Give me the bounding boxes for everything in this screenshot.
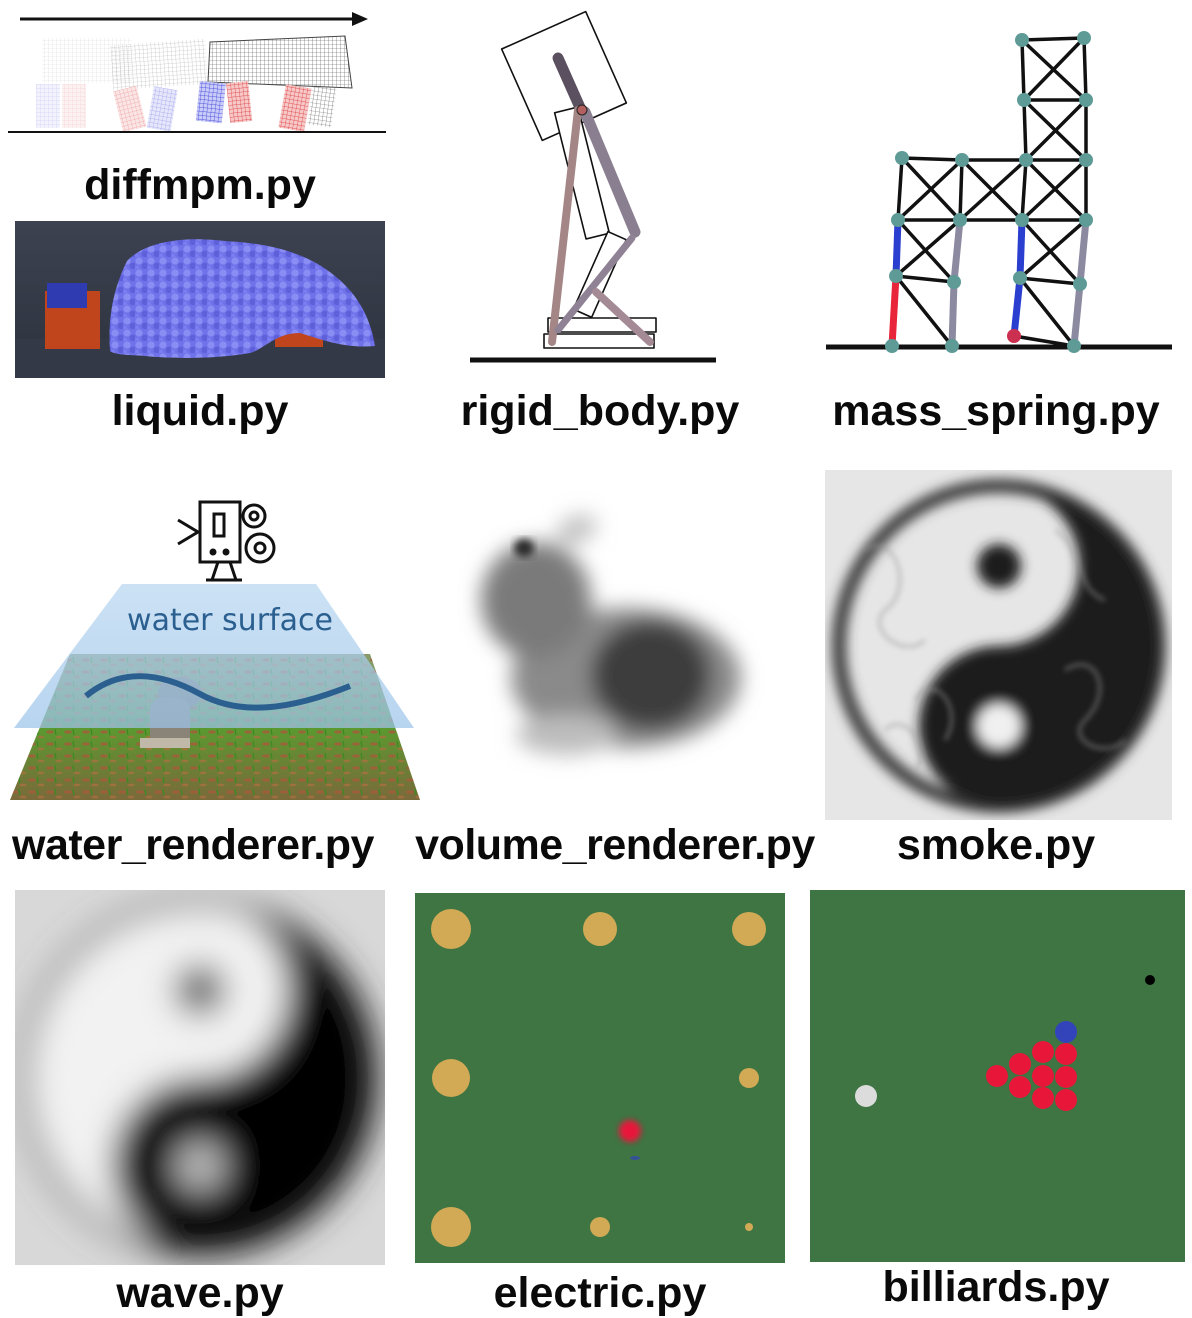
camera-icon (177, 500, 276, 582)
charges (431, 909, 766, 1247)
caption-rigid-body: rigid_body.py (460, 387, 740, 435)
caption-water-renderer: water_renderer.py (12, 821, 374, 869)
wave-panel (15, 890, 385, 1265)
pocket-ball (1145, 975, 1155, 985)
caption-electric: electric.py (493, 1269, 707, 1317)
water-surface-label: water surface (127, 603, 333, 638)
diffmpm-illustration (8, 12, 386, 133)
smoke-panel (825, 470, 1172, 820)
electric-panel (415, 893, 785, 1263)
liquid-render (15, 221, 385, 378)
billiards-panel (810, 890, 1185, 1262)
volume-renderer-image (426, 490, 774, 780)
caption-billiards: billiards.py (882, 1263, 1110, 1311)
liquid-blob (109, 239, 376, 358)
water-renderer-illustration: water surface (10, 500, 420, 800)
caption-liquid: liquid.py (111, 387, 289, 435)
wave-image (15, 890, 385, 1265)
caption-mass-spring: mass_spring.py (832, 387, 1160, 435)
caption-diffmpm: diffmpm.py (84, 161, 316, 209)
bunny-volume (481, 514, 741, 755)
cue-ball (855, 1085, 877, 1107)
rigid-body-illustration (470, 10, 716, 363)
water-wave-curve (84, 673, 352, 711)
robot-frame-2 (110, 38, 209, 133)
caption-smoke: smoke.py (896, 821, 1096, 869)
mass-spring-panel (820, 20, 1180, 365)
billiards-table (810, 890, 1185, 1262)
caption-wave: wave.py (116, 1269, 284, 1317)
red-balls (986, 1041, 1077, 1111)
electric-field (415, 893, 785, 1263)
mass-nodes (885, 31, 1093, 353)
robot-frame-3 (195, 35, 353, 132)
right-arrow-icon (20, 12, 368, 26)
diffmpm-panel (0, 0, 400, 150)
mass-spring-illustration (826, 31, 1172, 353)
blue-ball (1055, 1021, 1077, 1043)
caption-volume-renderer: volume_renderer.py (415, 821, 815, 869)
rigid-body-panel (440, 0, 760, 380)
water-renderer-panel: water surface (10, 488, 420, 803)
smoke-image (825, 470, 1172, 820)
liquid-panel (15, 221, 385, 378)
moving-particle (619, 1120, 641, 1142)
volume-renderer-panel (426, 490, 774, 780)
